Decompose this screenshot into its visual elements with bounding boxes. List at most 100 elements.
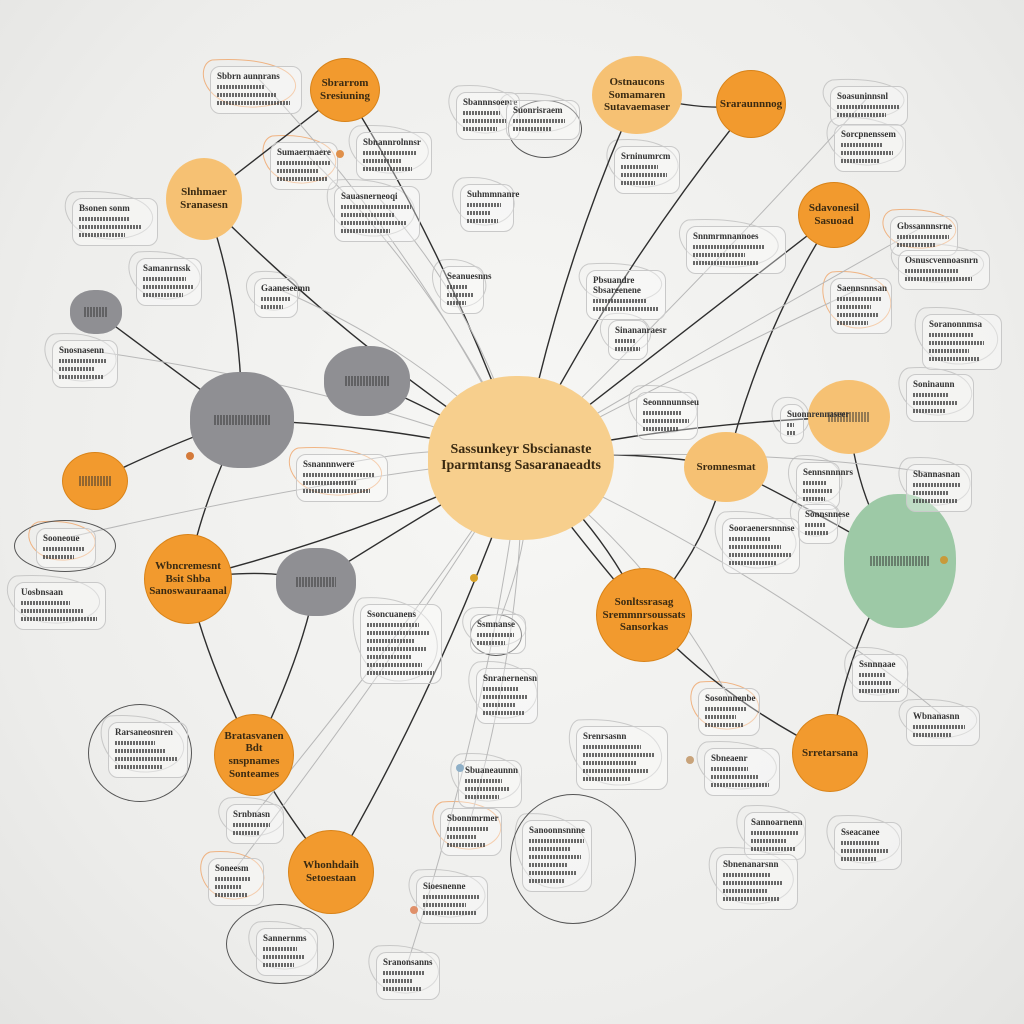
note-card-line bbox=[477, 641, 505, 645]
note-card[interactable]: Bsonen sonm bbox=[72, 198, 158, 246]
topic-node-gray[interactable] bbox=[70, 290, 122, 334]
note-card[interactable]: Sbneaenr bbox=[704, 748, 780, 796]
note-card[interactable]: Sbonnmrmer bbox=[440, 808, 502, 856]
note-card[interactable]: Sooraenersnnnse bbox=[722, 518, 800, 574]
topic-node-orange[interactable]: Sdavonesil Sasuoad bbox=[798, 182, 870, 248]
note-card[interactable]: Sbbrn aunnrans bbox=[210, 66, 302, 114]
note-card-line bbox=[217, 85, 264, 89]
note-card-line bbox=[929, 357, 981, 361]
note-card[interactable]: Seonnnunnseu bbox=[636, 392, 699, 440]
note-card[interactable]: Sannernms bbox=[256, 928, 318, 976]
note-card[interactable]: Rarsaneosnren bbox=[108, 722, 188, 778]
note-card-line bbox=[143, 285, 195, 289]
note-card-title: Snranernensn bbox=[483, 673, 538, 683]
note-card[interactable]: Sbannasnan bbox=[906, 464, 972, 512]
note-card[interactable]: Suhmmnanre bbox=[460, 184, 519, 232]
note-card-line bbox=[837, 321, 869, 325]
note-card-line bbox=[711, 783, 770, 787]
note-card[interactable]: Srninumrcm bbox=[614, 146, 680, 194]
note-card-line bbox=[803, 481, 827, 485]
note-card[interactable]: Sauasnerneoqi bbox=[334, 186, 420, 242]
note-card[interactable]: Ssnannnwere bbox=[296, 454, 388, 502]
note-card-title: Snnmrmnannoes bbox=[693, 231, 759, 241]
note-card[interactable]: Samanrnssk bbox=[136, 258, 202, 306]
node-placeholder-text bbox=[79, 476, 111, 486]
note-card[interactable]: Srenrsasnn bbox=[576, 726, 668, 790]
note-card-line bbox=[447, 293, 473, 297]
note-card[interactable]: Sannoarnenn bbox=[744, 812, 806, 860]
topic-node-orange[interactable]: Whonhdaih Setoestaan bbox=[288, 830, 374, 914]
topic-node-gray[interactable] bbox=[276, 548, 356, 616]
note-card[interactable]: Gbssannnsrne bbox=[890, 216, 958, 256]
note-card-line bbox=[21, 609, 84, 613]
note-card-title: Sbneaenr bbox=[711, 753, 748, 763]
note-card[interactable]: Gaaneseemn bbox=[254, 278, 310, 318]
note-card[interactable]: Ssnnnaae bbox=[852, 654, 908, 702]
topic-node-peach[interactable]: Sromnesmat bbox=[684, 432, 768, 502]
topic-node-orange[interactable]: Srretarsana bbox=[792, 714, 868, 792]
note-card-title: Sannoarnenn bbox=[751, 817, 803, 827]
card-outline-loop bbox=[218, 796, 284, 837]
note-card[interactable]: Soneesm bbox=[208, 858, 264, 906]
note-card[interactable]: Sranonsanns bbox=[376, 952, 440, 1000]
note-card[interactable]: Sbnenanarsnn bbox=[716, 854, 798, 910]
note-card[interactable]: Sanoonnsnnne bbox=[522, 820, 592, 892]
note-card[interactable]: Sumaermaere bbox=[270, 142, 338, 190]
note-card-line bbox=[913, 491, 949, 495]
topic-node-peach[interactable] bbox=[808, 380, 890, 454]
note-card[interactable]: Pbsuandre Sbsareenene bbox=[586, 270, 666, 320]
note-card-line bbox=[215, 893, 248, 897]
topic-node-peach[interactable]: Ostnaucons Somamaren Sutavaemaser bbox=[592, 56, 682, 134]
topic-node-orange[interactable]: Sraraunnnog bbox=[716, 70, 786, 138]
topic-node-orange[interactable]: Sonltssrasag Sremmnrsoussats Sansorkas bbox=[596, 568, 692, 662]
note-card-line bbox=[217, 93, 278, 97]
note-card-title: Sbonnmrmer bbox=[447, 813, 499, 823]
note-card[interactable]: Uosbnsaan bbox=[14, 582, 106, 630]
card-outline-loop bbox=[128, 251, 201, 300]
note-card[interactable]: Sorcpnenssem bbox=[834, 124, 906, 172]
note-card[interactable]: Sonnsnnese bbox=[798, 504, 850, 544]
note-card-line bbox=[841, 151, 893, 155]
note-card-line bbox=[217, 101, 291, 105]
note-card[interactable]: Ssoncuanens bbox=[360, 604, 442, 684]
central-topic-node[interactable]: Sassunkeyr Sbscianaste Iparmtansg Sasara… bbox=[428, 376, 614, 540]
topic-node-orange[interactable]: Sbrarrom Sresiuning bbox=[310, 58, 380, 122]
node-placeholder-text bbox=[84, 307, 108, 317]
note-card-line bbox=[913, 725, 966, 729]
note-card[interactable]: Seanuesnns bbox=[440, 266, 492, 314]
accent-dot bbox=[410, 906, 418, 914]
note-card[interactable]: Snranernensn bbox=[476, 668, 538, 724]
note-card[interactable]: Saennsnnsan bbox=[830, 278, 892, 334]
note-card[interactable]: Srnbnasn bbox=[226, 804, 284, 844]
note-card[interactable]: Soninaunn bbox=[906, 374, 974, 422]
note-card[interactable]: Sooneoue bbox=[36, 528, 96, 568]
topic-node-peach[interactable]: Slnhmaer Sranasesn bbox=[166, 158, 242, 240]
note-card[interactable]: Wbnanasnn bbox=[906, 706, 980, 746]
note-card[interactable]: Snosnasenn bbox=[52, 340, 118, 388]
topic-node-gray[interactable] bbox=[324, 346, 410, 416]
note-card[interactable]: Sinananraesr bbox=[608, 320, 667, 360]
note-card[interactable]: Sennsnnnnrs bbox=[796, 462, 853, 510]
note-card[interactable]: Snnmrmnannoes bbox=[686, 226, 786, 274]
note-card-line bbox=[705, 723, 745, 727]
note-card[interactable]: Ssmnanse bbox=[470, 614, 526, 654]
note-card[interactable]: Sioesnenne bbox=[416, 876, 488, 924]
note-card-line bbox=[143, 293, 183, 297]
topic-node-orange[interactable]: Bratasvanen Bdt snspnames Sonteames bbox=[214, 714, 294, 796]
note-card[interactable]: Soranonnmsa bbox=[922, 314, 1002, 370]
topic-node-orange[interactable] bbox=[62, 452, 128, 510]
topic-node-gray[interactable] bbox=[190, 372, 294, 468]
note-card[interactable]: Sbnannrolnnsr bbox=[356, 132, 432, 180]
note-card[interactable]: Osnuscvennoasnrn bbox=[898, 250, 990, 290]
note-card[interactable]: Sosonnnenbe bbox=[698, 688, 760, 736]
note-card-line bbox=[483, 695, 528, 699]
note-card-line bbox=[263, 955, 305, 959]
topic-node-orange[interactable]: Wbncremesnt Bsit Shba Sanoswauraanal bbox=[144, 534, 232, 624]
note-card[interactable]: Sseacanee bbox=[834, 822, 902, 870]
note-card[interactable]: Soasuninnsnl bbox=[830, 86, 908, 126]
note-card-line bbox=[383, 979, 413, 983]
note-card[interactable]: Sbuaneaunnn bbox=[458, 760, 522, 808]
note-card[interactable]: Suonrisraem bbox=[506, 100, 580, 140]
topic-node-green[interactable] bbox=[844, 494, 956, 628]
note-card[interactable]: Suonnrennaseer bbox=[780, 404, 849, 444]
